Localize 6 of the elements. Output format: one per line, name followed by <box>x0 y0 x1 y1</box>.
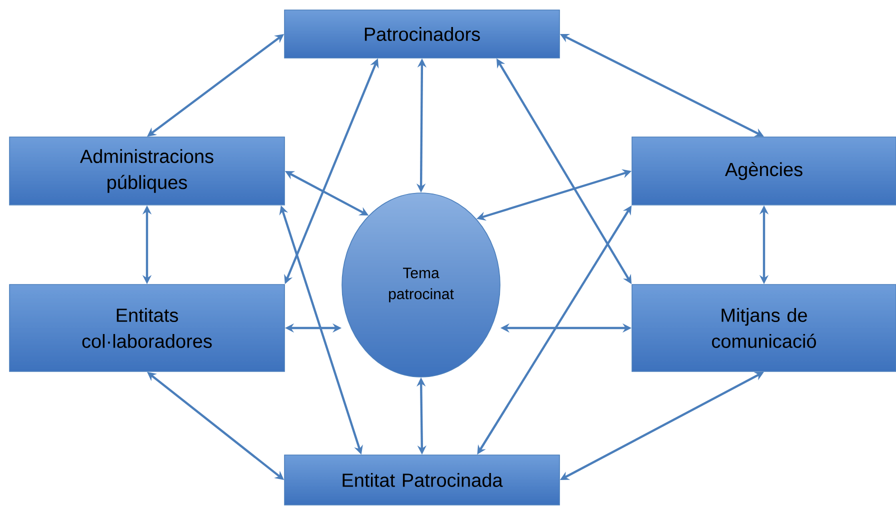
actor-box: Administracions públiques <box>9 136 285 206</box>
actor-box: Mitjans de comunicació <box>632 284 896 372</box>
actor-box: Entitat Patrocinada <box>284 454 560 506</box>
actor-box: Entitats col·laboradores <box>9 284 285 372</box>
actor-box: Agències <box>632 136 896 206</box>
actor-box: Patrocinadors <box>284 10 560 58</box>
